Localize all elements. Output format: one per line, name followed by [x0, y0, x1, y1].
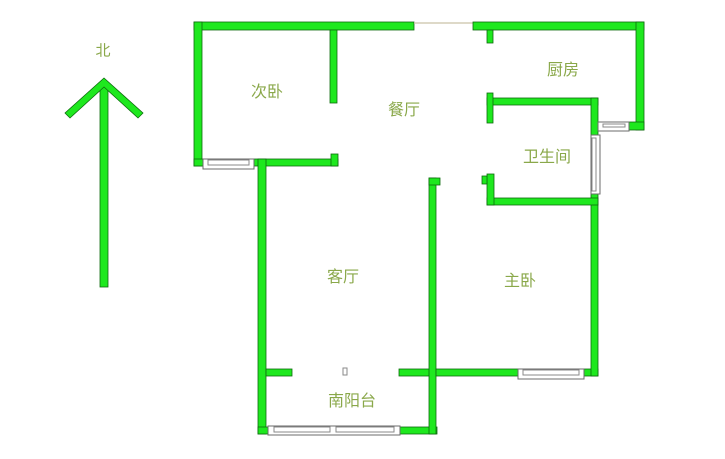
- windows: [202, 121, 630, 436]
- room-label-kitchen: 厨房: [546, 60, 580, 79]
- room-label-bathroom: 卫生间: [522, 147, 572, 166]
- balcony-door-mark: [342, 367, 348, 376]
- window-kitchen: [597, 121, 630, 132]
- room-label-living-room: 客厅: [326, 267, 360, 286]
- window-bathroom: [590, 134, 601, 195]
- window-master-bedroom: [517, 368, 585, 380]
- room-label-master-bedroom: 主卧: [503, 271, 537, 290]
- window-south-balcony: [267, 425, 401, 436]
- compass-north-label: 北: [95, 41, 111, 60]
- walls: [193, 21, 645, 435]
- room-label-dining-room: 餐厅: [387, 100, 421, 119]
- room-label-secondary-bedroom: 次卧: [250, 82, 284, 101]
- north-arrow-icon: [64, 77, 144, 288]
- window-secondary-bedroom: [202, 158, 255, 170]
- room-label-south-balcony: 南阳台: [327, 391, 377, 410]
